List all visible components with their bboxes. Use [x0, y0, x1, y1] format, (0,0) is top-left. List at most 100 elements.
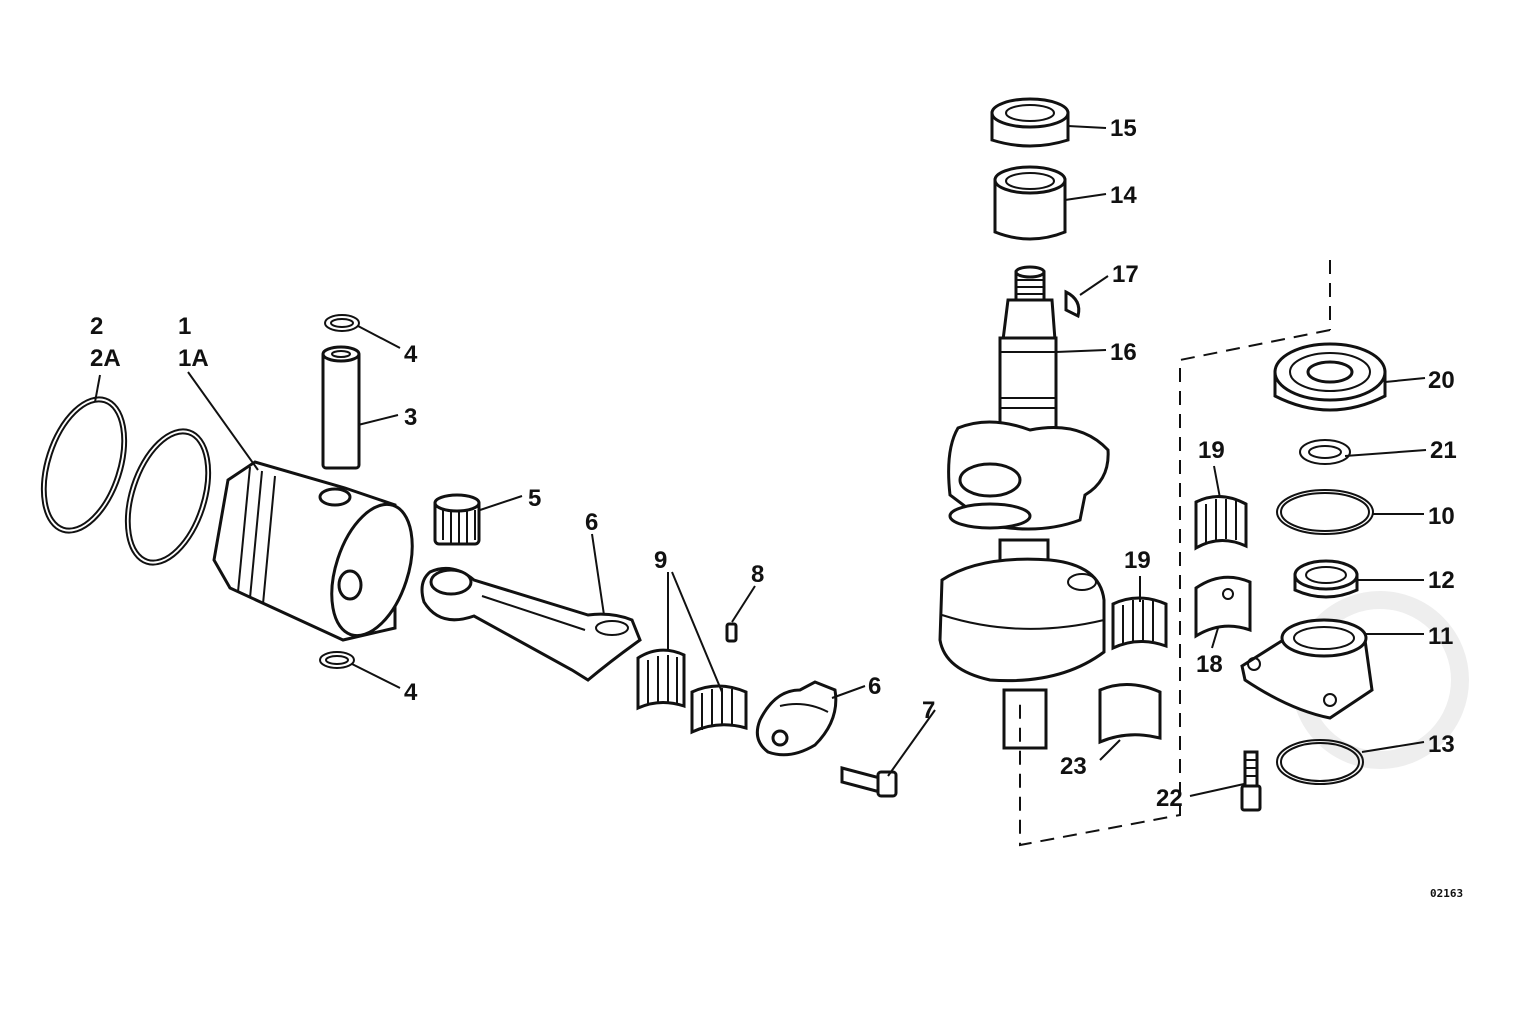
drawing-number: 02163	[1430, 887, 1463, 900]
rod-bearing-cage-right[interactable]	[690, 684, 748, 735]
main-bearing-cage-middle-body	[1111, 596, 1168, 651]
leader-13	[1361, 741, 1425, 753]
piston-rings[interactable]	[26, 387, 226, 576]
callout-20: 20	[1428, 367, 1455, 394]
wrist-pin-needle-bearing[interactable]	[433, 493, 481, 546]
lower-oil-seal-bore	[1305, 566, 1347, 584]
leader-7	[887, 709, 936, 777]
callout-22: 22	[1156, 785, 1183, 812]
o-ring-lower[interactable]	[1276, 739, 1364, 785]
o-ring-upper[interactable]	[1276, 489, 1374, 535]
callout-7: 7	[922, 697, 935, 724]
ball-bearing-inner-race	[1306, 360, 1354, 384]
crankshaft-tip	[1014, 265, 1046, 279]
housing-screw-head	[1240, 784, 1262, 812]
callout-4-bottom: 4	[404, 679, 418, 706]
upper-oil-seal[interactable]	[990, 97, 1070, 148]
bearing-race-half-lower[interactable]	[1098, 683, 1162, 745]
woodruff-key[interactable]	[1064, 289, 1081, 319]
callout-16: 16	[1110, 339, 1137, 366]
lower-bearing-housing-bolt-hole-left	[1247, 657, 1261, 671]
upper-needle-bearing-rollers	[1005, 172, 1055, 190]
leader-4-bottom	[351, 663, 401, 689]
retaining-ring-top[interactable]	[324, 314, 360, 332]
connecting-rod-cap[interactable]	[755, 680, 838, 757]
callout-4-top: 4	[404, 341, 418, 368]
callout-17: 17	[1112, 261, 1139, 288]
piston-pin[interactable]	[321, 345, 361, 470]
main-bearing-cage-middle[interactable]	[1111, 596, 1168, 651]
callout-23: 23	[1060, 753, 1087, 780]
housing-screw[interactable]	[1240, 750, 1262, 812]
callout-1: 1	[178, 313, 191, 340]
lower-bearing-housing[interactable]	[1240, 618, 1374, 720]
connecting-rod-big-end	[595, 620, 629, 636]
retaining-ring-bottom[interactable]	[319, 651, 355, 669]
upper-oil-seal-top	[990, 97, 1070, 129]
assembly-boundary-dashed	[1019, 260, 1331, 847]
retaining-ring-bottom-outer	[319, 651, 355, 669]
needle-bearing-top	[433, 493, 481, 513]
ball-bearing[interactable]	[1273, 342, 1387, 412]
main-bearing-cage-upper[interactable]	[1194, 495, 1248, 551]
leader-6-rod	[591, 533, 605, 616]
piston-ring-inner-inner-edge	[128, 432, 208, 562]
connecting-rod-small-end	[429, 568, 473, 596]
leader-14	[1064, 193, 1107, 201]
crankshaft-threads	[1016, 279, 1044, 295]
leader-20	[1384, 377, 1426, 383]
callout-13: 13	[1428, 731, 1455, 758]
lower-bearing-housing-bolt-hole-right	[1323, 693, 1337, 707]
leader-19-top	[1213, 465, 1221, 499]
connecting-rod[interactable]	[420, 566, 642, 682]
rod-cap-screw[interactable]	[840, 766, 898, 798]
piston-pin-end	[321, 345, 361, 363]
upper-oil-seal-bore	[1005, 104, 1055, 122]
rod-cap-arc	[779, 703, 829, 713]
piston-ring-outer[interactable]	[26, 387, 142, 544]
upper-needle-bearing[interactable]	[993, 165, 1067, 241]
o-ring-lower-outer	[1276, 739, 1364, 785]
dowel-pin[interactable]	[725, 622, 738, 643]
rod-bearing-cage-left[interactable]	[636, 648, 686, 711]
crankshaft-crank-pin-washer	[948, 502, 1032, 530]
lower-bearing-housing-collar	[1280, 618, 1368, 658]
rod-cap-screw-shank	[840, 766, 882, 794]
woodruff-key-body	[1064, 289, 1081, 319]
callout-10: 10	[1428, 503, 1455, 530]
callout-1a: 1A	[178, 345, 209, 372]
ball-bearing-ball-track	[1289, 352, 1371, 392]
retaining-ring-top-outer	[324, 314, 360, 332]
piston-pin-boss	[318, 487, 352, 507]
crankshaft-counterweight-hole	[1067, 573, 1097, 591]
connecting-rod-web	[481, 595, 586, 631]
bearing-retaining-ring-inner	[1308, 445, 1342, 459]
bearing-race-half-upper[interactable]	[1194, 575, 1252, 639]
o-ring-upper-inner	[1280, 492, 1370, 532]
piston-pin-hole	[337, 569, 363, 601]
retaining-ring-bottom-inner	[325, 655, 349, 665]
piston[interactable]	[212, 460, 427, 646]
leader-9	[667, 571, 723, 693]
piston-ring-inner[interactable]	[110, 419, 226, 576]
rod-bearing-cage-right-rollers	[701, 688, 733, 730]
bearing-race-half-lower-body	[1098, 683, 1162, 745]
piston-ring-groove-1	[237, 466, 251, 593]
callout-2: 2	[90, 313, 103, 340]
crankshaft-crank-pin-web	[958, 462, 1022, 498]
lower-oil-seal-top	[1293, 559, 1359, 591]
leader-5	[479, 495, 523, 511]
crankshaft-lower-journal	[1002, 688, 1048, 750]
bearing-race-half-upper-hole	[1222, 588, 1234, 600]
leader-23	[1099, 739, 1121, 761]
leader-22	[1189, 783, 1245, 797]
bearing-retaining-ring[interactable]	[1299, 439, 1351, 465]
lower-oil-seal[interactable]	[1293, 559, 1359, 599]
callout-6-rod: 6	[585, 509, 598, 536]
crankshaft-journal-steps	[1000, 351, 1056, 409]
main-bearing-cage-upper-rollers	[1205, 499, 1237, 544]
crankshaft[interactable]	[938, 265, 1110, 750]
leader-16	[1055, 349, 1107, 353]
piston-pin-body	[321, 350, 361, 470]
